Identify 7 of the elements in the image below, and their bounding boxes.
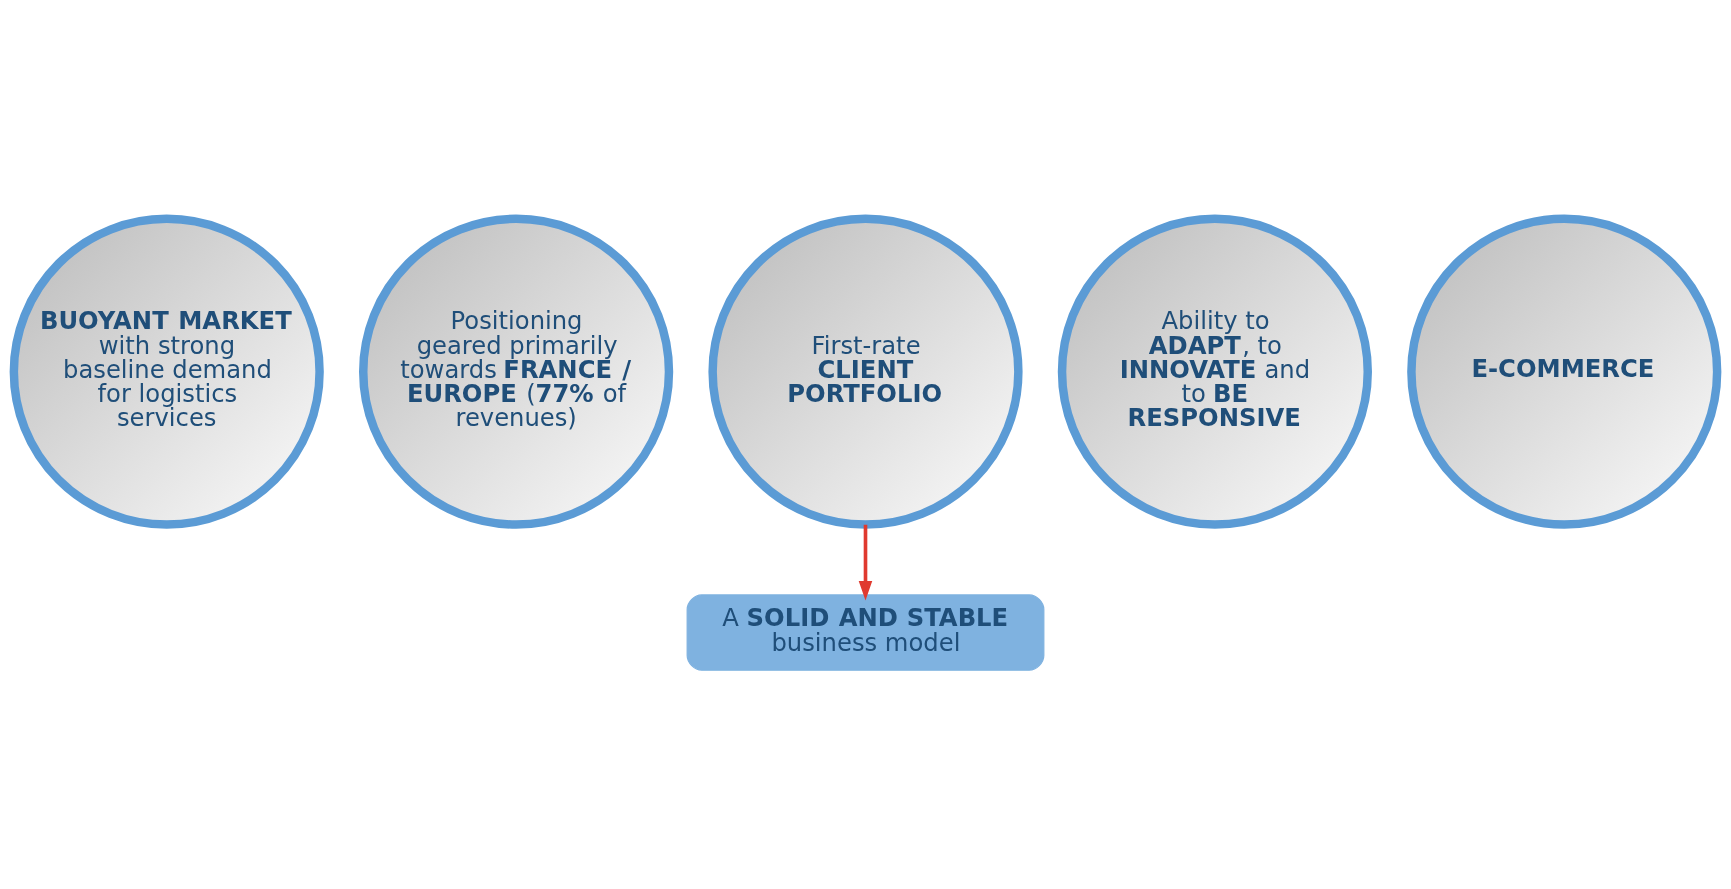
node-circle: E-COMMERCE bbox=[1407, 214, 1722, 529]
node-box: A SOLID AND STABLE business model bbox=[686, 594, 1045, 671]
arrow bbox=[858, 524, 873, 601]
node-circle: First-rate CLIENT PORTFOLIO bbox=[708, 214, 1023, 529]
node-circle: BUOYANT MARKET with strong baseline demand for logistics services bbox=[9, 214, 324, 529]
node-circle: Positioning geared primarily towards FRANCE / EUROPE (77% of revenues) bbox=[359, 214, 674, 529]
node-circle: Ability to ADAPT, to INNOVATE and to BE RESPONSIVE bbox=[1057, 214, 1372, 529]
